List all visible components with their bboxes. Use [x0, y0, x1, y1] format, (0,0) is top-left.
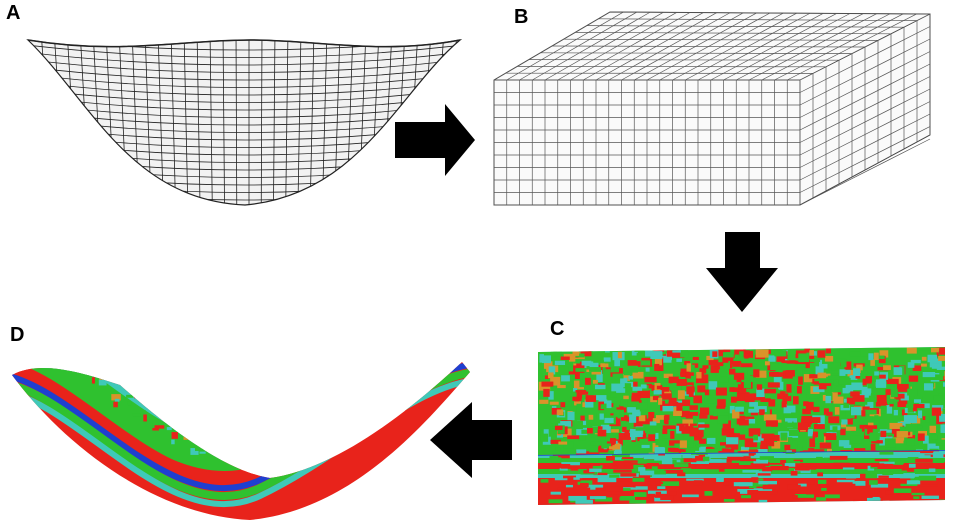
property-fold-d	[12, 362, 470, 520]
property-block-c	[538, 347, 945, 505]
panel-label-a: A	[6, 2, 21, 24]
grid-box-b	[493, 11, 931, 206]
arrow-down-icon	[706, 232, 778, 312]
panel-label-d: D	[10, 324, 25, 346]
panel-label-b: B	[514, 6, 529, 28]
arrow-left-icon	[430, 402, 512, 478]
arrow-right-icon	[395, 104, 475, 176]
panel-label-c: C	[550, 318, 565, 340]
